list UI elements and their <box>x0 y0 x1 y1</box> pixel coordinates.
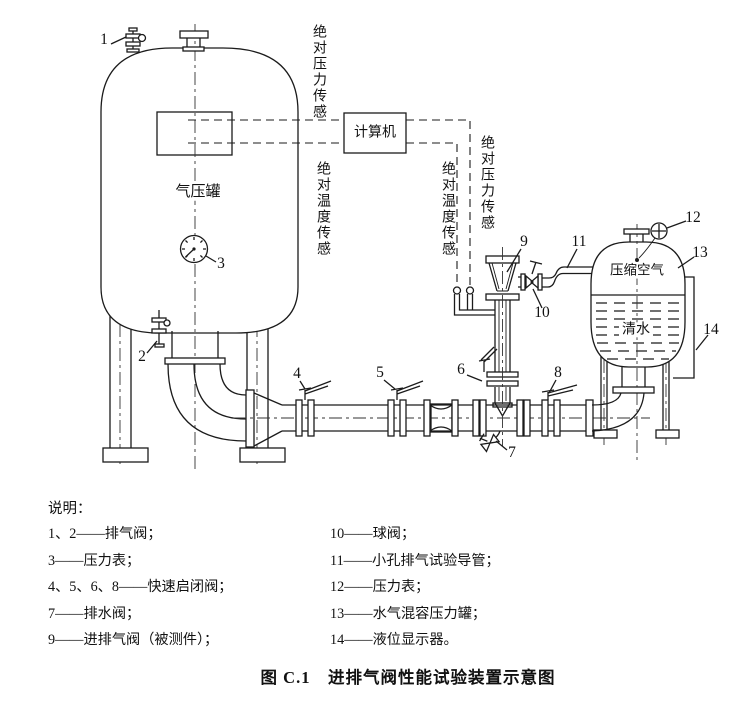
abs-pressure-sensor-label-right: 绝对压力传感 <box>479 135 494 231</box>
right-tank-legs <box>593 355 680 447</box>
legend-item: 12——压力表； <box>330 579 430 596</box>
left-tank-outlet-elbow <box>164 331 283 448</box>
callout-1: 1 <box>100 31 108 48</box>
pressure-gauge-3 <box>179 234 209 264</box>
legend-item: 4、5、6、8——快速启闭阀； <box>48 579 233 596</box>
compressed-air-label: 压缩空气 <box>607 263 667 279</box>
legend-item: 1、2——排气阀； <box>48 526 162 542</box>
figure-caption: 图 C.1 进排气阀性能试验装置示意图 <box>260 668 556 687</box>
callout-11: 11 <box>571 233 587 250</box>
sensor-wires <box>188 119 471 287</box>
callout-14: 14 <box>703 321 719 338</box>
legend-item: 11——小孔排气试验导管； <box>330 552 500 569</box>
left-tank-label: 气压罐 <box>172 183 224 201</box>
conduit-11 <box>542 266 594 288</box>
legend-left-column: 1、2——排气阀； 3——压力表； 4、5、6、8——快速启闭阀； 7——排水阀… <box>48 521 232 654</box>
legend-item: 7——排水阀； <box>48 605 141 622</box>
callout-4: 4 <box>293 365 301 382</box>
legend-item: 14——液位显示器。 <box>330 632 458 649</box>
right-tank-outlet-elbow <box>591 367 655 432</box>
ball-valve-10 <box>518 260 543 291</box>
abs-temp-sensor-label-mid: 绝对温度传感 <box>440 161 455 257</box>
callout-8: 8 <box>554 364 562 381</box>
callout-12: 12 <box>685 209 701 226</box>
clean-water-label: 清水 <box>619 322 653 338</box>
left-tank-legs <box>102 295 286 466</box>
legend-right-column: 10——球阀； 11——小孔排气试验导管； 12——压力表； 13——水气混容压… <box>330 521 500 654</box>
computer-box <box>343 112 407 154</box>
abs-pressure-sensor-label-left: 绝对压力传感 <box>311 24 326 120</box>
callout-10: 10 <box>534 304 550 321</box>
callout-3: 3 <box>217 255 225 272</box>
callout-7: 7 <box>508 444 516 461</box>
callout-9: 9 <box>520 233 528 250</box>
exhaust-valve-2 <box>151 310 171 348</box>
level-indicator-14 <box>673 276 695 379</box>
legend-item: 13——水气混容压力罐； <box>330 605 487 622</box>
quick-valve-5 <box>390 380 424 400</box>
abs-temp-sensor-label-left: 绝对温度传感 <box>315 161 330 257</box>
quick-valve-8 <box>541 384 578 400</box>
pressure-gauge-12 <box>635 222 668 262</box>
computer-label: 计算机 <box>354 125 396 141</box>
callout-13: 13 <box>692 244 708 261</box>
legend-heading: 说明： <box>48 501 92 517</box>
callout-2: 2 <box>138 348 146 365</box>
exhaust-valve-1 <box>125 27 147 53</box>
sensor-probes <box>452 286 495 316</box>
callout-6: 6 <box>457 361 465 378</box>
legend-item: 9——进排气阀（被测件）； <box>48 632 219 649</box>
main-pipe <box>233 399 650 437</box>
test-valve-section <box>478 247 520 446</box>
legend-item: 10——球阀； <box>330 526 416 542</box>
drain-valve-7 <box>479 430 501 453</box>
legend-item: 3——压力表； <box>48 552 141 569</box>
callout-5: 5 <box>376 364 384 381</box>
quick-valve-4 <box>298 380 332 400</box>
leader-lines <box>110 36 709 451</box>
